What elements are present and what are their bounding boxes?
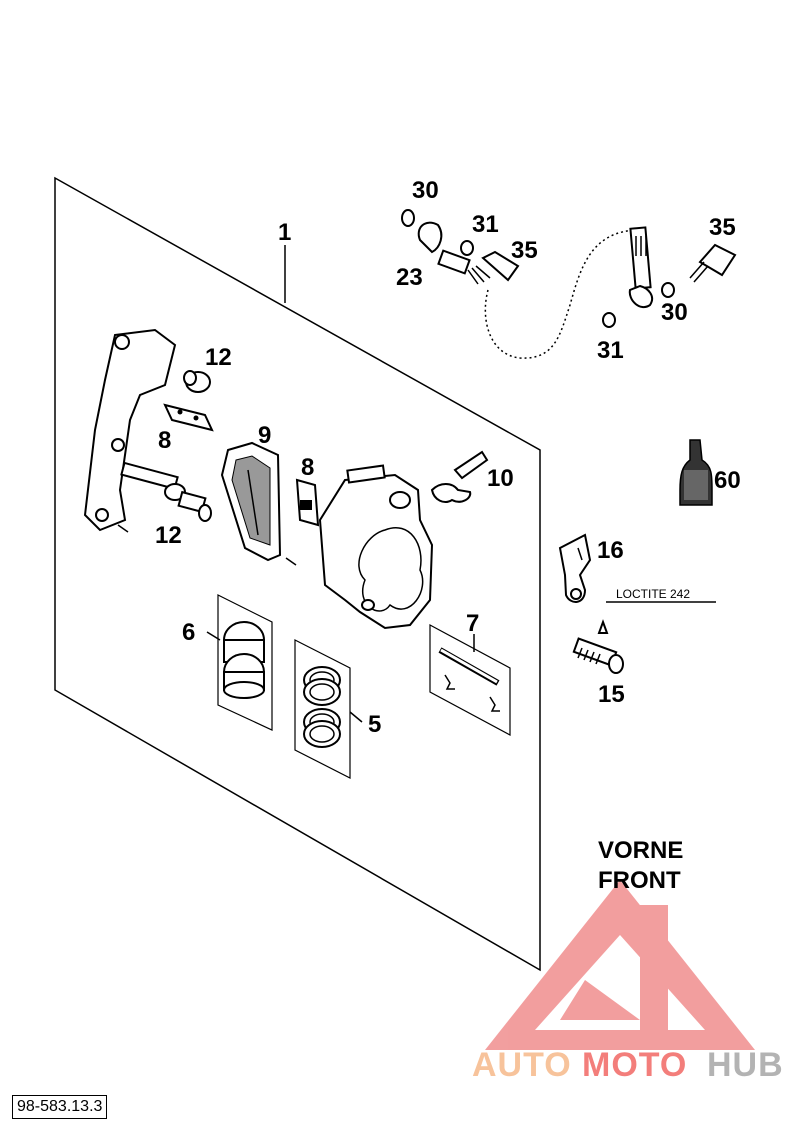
callout-35-right: 35 — [709, 214, 736, 241]
callout-7: 7 — [466, 610, 479, 637]
callout-23: 23 — [396, 264, 423, 291]
callout-12-lower: 12 — [155, 522, 182, 549]
caliper-kit-panel — [54, 176, 541, 972]
callout-35-left: 35 — [511, 237, 538, 264]
bleeder-valve-10 — [430, 450, 489, 503]
svg-text:AUTO: AUTO — [472, 1046, 572, 1084]
callout-9: 9 — [258, 422, 271, 449]
callout-15: 15 — [598, 681, 625, 708]
callout-31-bottom: 31 — [597, 337, 624, 364]
screw-15 — [572, 637, 624, 674]
callout-12-upper: 12 — [205, 344, 232, 371]
callout-30-left: 30 — [412, 177, 439, 204]
callout-6: 6 — [182, 619, 195, 646]
rubber-boot-12-upper — [183, 370, 211, 393]
pin-kit-7 — [429, 623, 511, 737]
loctite-note: LOCTITE 242 — [616, 587, 690, 601]
pad-spring-8-upper — [163, 403, 214, 432]
piston-set-6 — [206, 594, 273, 731]
pad-spring-8 — [295, 478, 320, 527]
direction-label-en: FRONT — [598, 867, 681, 894]
loctite-bottle-60 — [679, 439, 713, 506]
callout-60: 60 — [714, 467, 741, 494]
callout-1: 1 — [278, 219, 291, 246]
diagram-code: 98-583.13.3 — [12, 1095, 108, 1119]
seal-kit-5 — [294, 639, 363, 779]
bracket-16 — [558, 533, 592, 603]
caliper-bracket — [83, 328, 177, 533]
brake-line — [401, 209, 737, 359]
slide-pin-12-lower — [120, 461, 212, 522]
watermark-text: AUTO MOTO HUB — [472, 1046, 784, 1084]
callout-8-upper: 8 — [158, 427, 171, 454]
callout-5: 5 — [368, 711, 381, 738]
callout-31-top: 31 — [472, 211, 499, 238]
callout-30-right: 30 — [661, 299, 688, 326]
caliper-body — [318, 464, 434, 630]
brake-pad-9 — [220, 441, 297, 566]
callout-10: 10 — [487, 465, 514, 492]
watermark-logo — [485, 880, 755, 1050]
callout-8-lower: 8 — [301, 454, 314, 481]
svg-text:HUB: HUB — [707, 1046, 784, 1084]
svg-text:MOTO: MOTO — [582, 1046, 687, 1084]
direction-label-de: VORNE — [598, 837, 683, 864]
callout-16: 16 — [597, 537, 624, 564]
